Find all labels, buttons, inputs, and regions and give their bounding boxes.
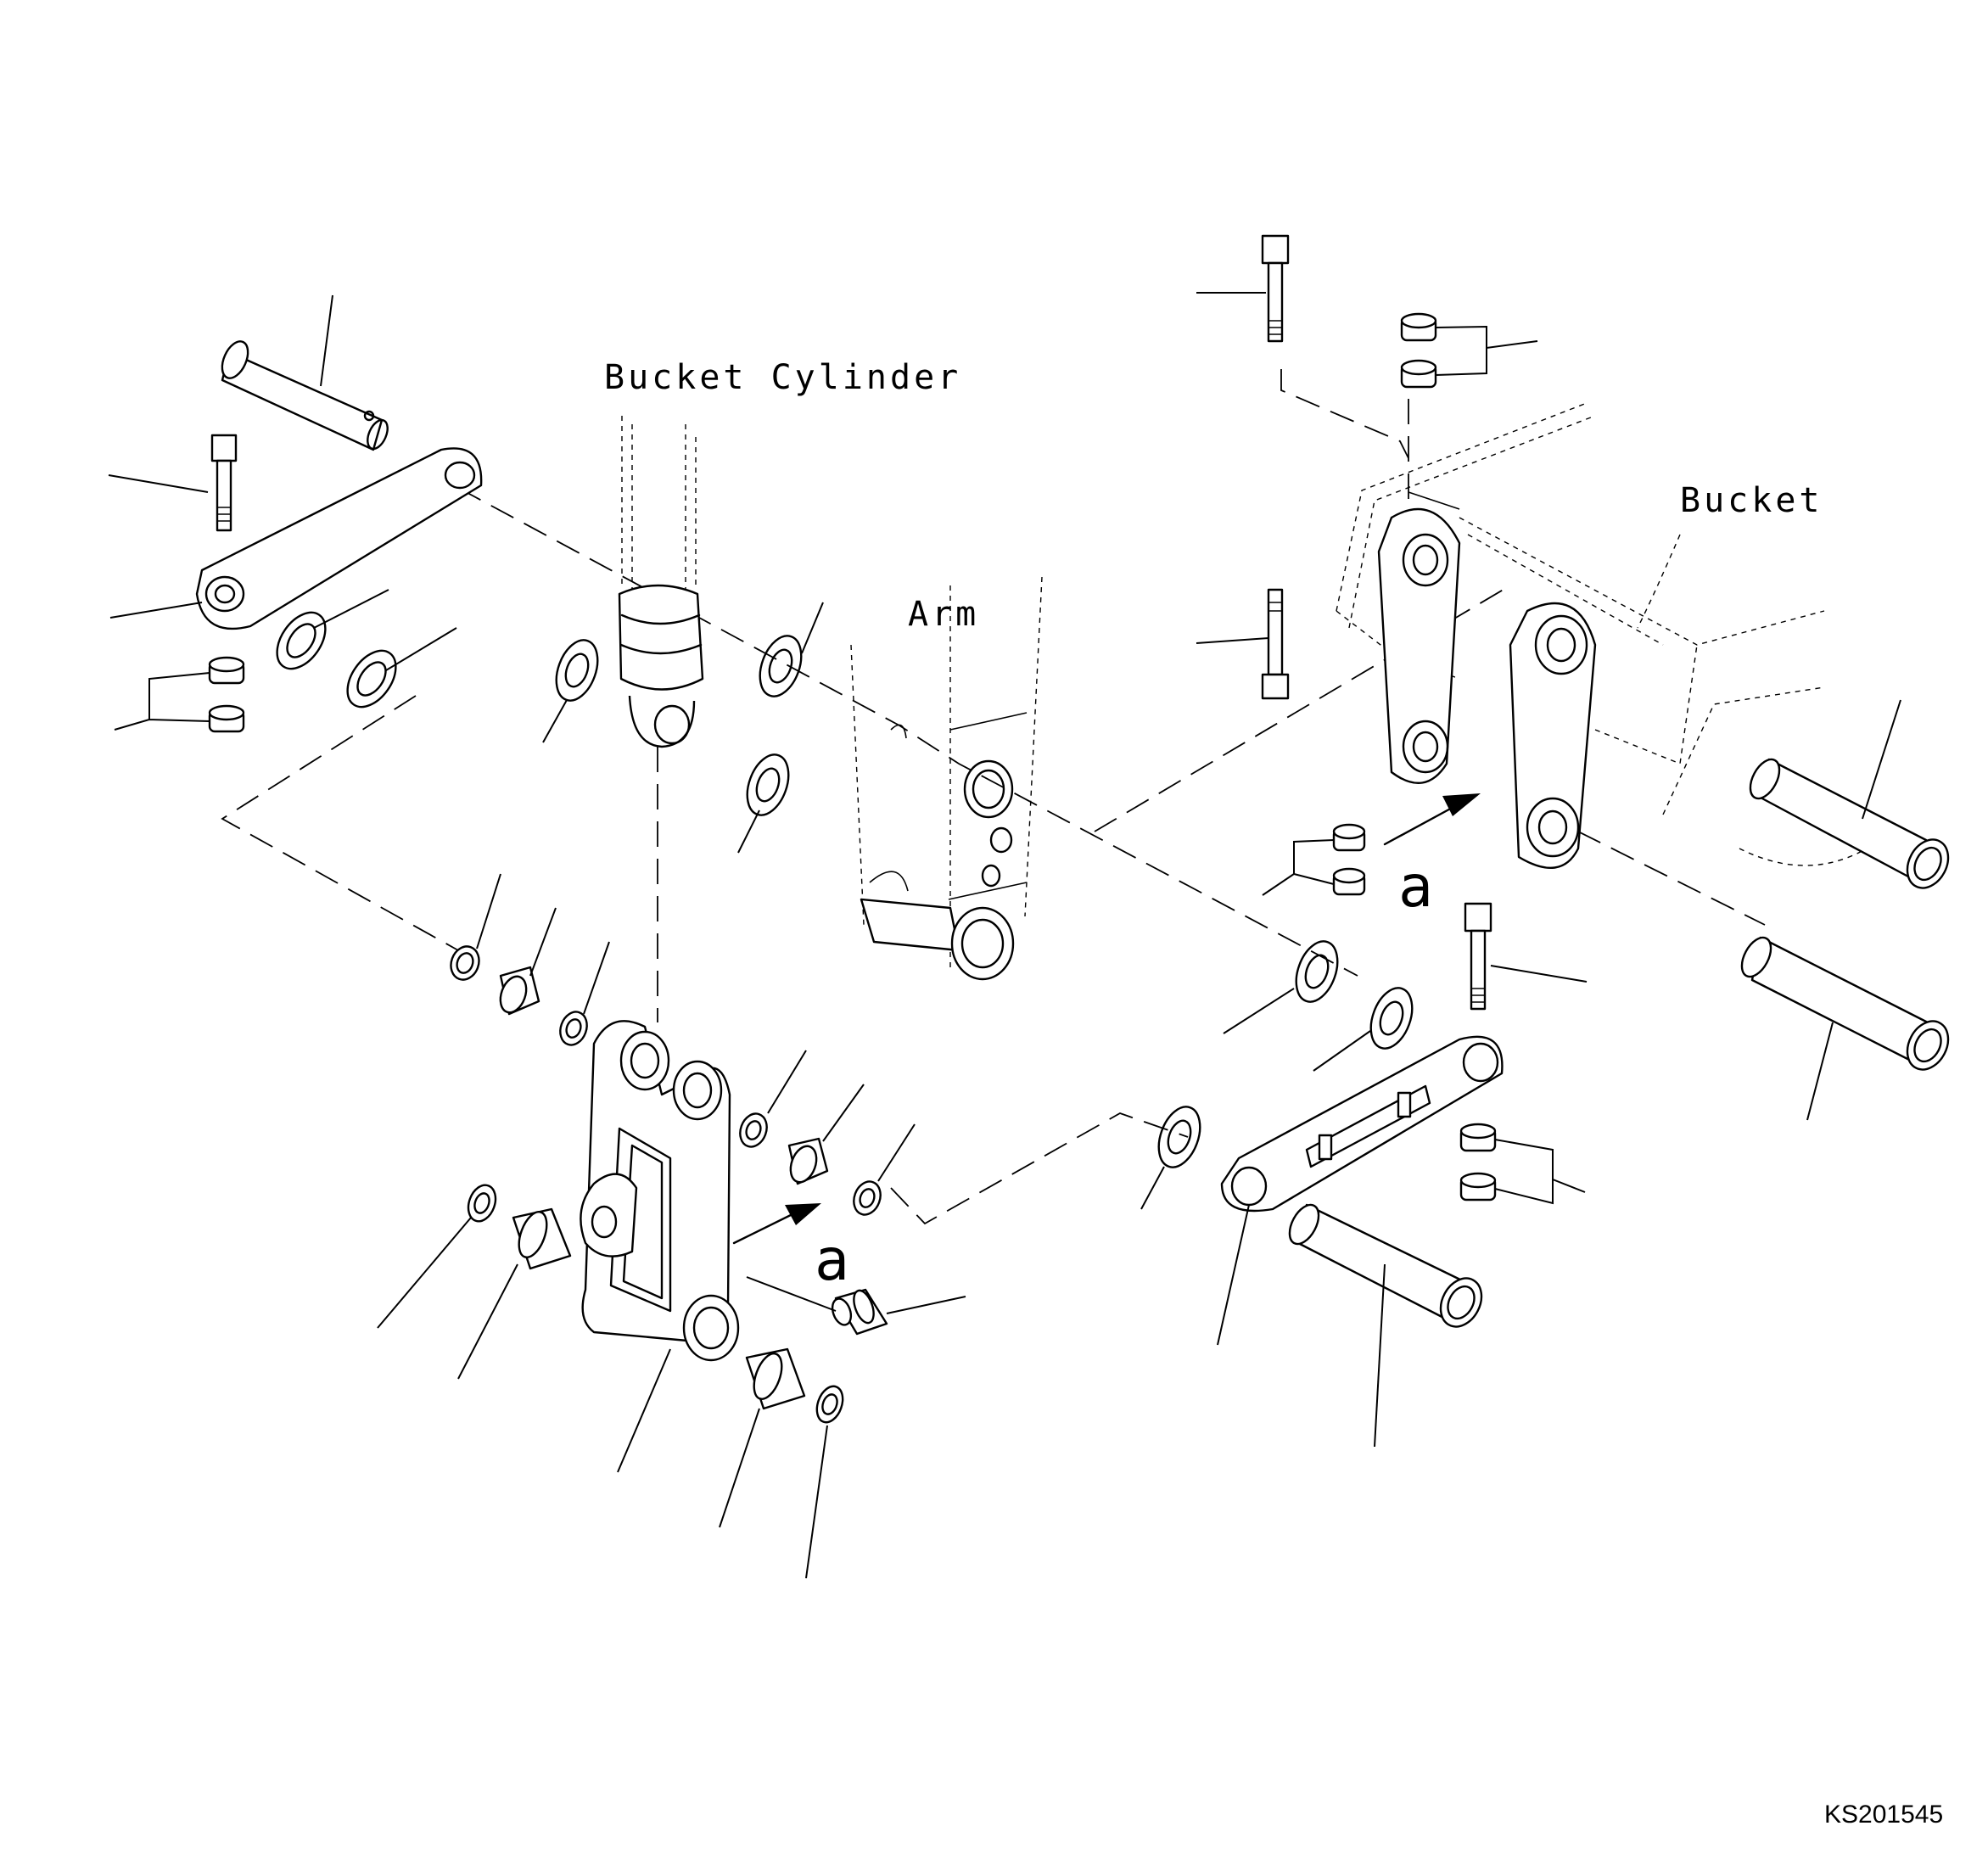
bucket-outline: [1336, 402, 1868, 869]
lubrication-marker-a-upper: a: [1398, 854, 1433, 921]
bucket-cylinder-label: Bucket Cylinder: [604, 358, 961, 397]
arm-label: Arm: [908, 595, 979, 634]
bucket-bolt-mid: [1261, 588, 1290, 700]
drawing-code: KS201545: [1824, 1801, 1943, 1829]
bucket-nut-pair-mid: [1332, 823, 1366, 896]
washer-right-upper: [1295, 940, 1339, 1003]
lubrication-marker-a-lower: a: [815, 1227, 849, 1294]
bolt-upper-left: [210, 434, 238, 532]
link-plate-lower-right: [1220, 1035, 1504, 1213]
bucket-nut-pair-top: [1400, 312, 1437, 389]
bucket-pin-upper: [1749, 758, 1950, 889]
assembly-centerlines: [221, 369, 1766, 1225]
upper-left-link-assembly: [195, 340, 483, 733]
bucket-bolt-top: [1261, 234, 1290, 343]
idler-link: [580, 1020, 740, 1362]
link-pin-upper-left: [221, 340, 389, 451]
link-pin-lower-right: [1288, 1203, 1483, 1328]
arrow-a-lower: [732, 1203, 821, 1245]
arrow-a-upper: [1383, 793, 1481, 846]
washer-right-mid: [1369, 987, 1414, 1050]
washer-right-lower: [1157, 1106, 1201, 1168]
bucket-cylinder: [618, 416, 704, 748]
bolt-lower-right: [1464, 902, 1492, 1011]
bucket-label: Bucket: [1680, 481, 1823, 520]
nut-pair-lower-right: [1459, 1123, 1497, 1201]
link-plate-upper-left: [195, 447, 483, 630]
idler-bushings-and-seals: [450, 945, 882, 1424]
shim-pair-upper-left: [276, 611, 397, 709]
leader-lines: [108, 292, 1901, 1579]
arm-outline: [850, 576, 1043, 981]
grease-fitting: [831, 1288, 888, 1336]
bucket-pin-lower: [1740, 936, 1950, 1071]
lower-right-link-assembly: [1157, 902, 1504, 1328]
center-washers: [555, 635, 803, 816]
nut-pair-upper-left: [208, 656, 245, 733]
